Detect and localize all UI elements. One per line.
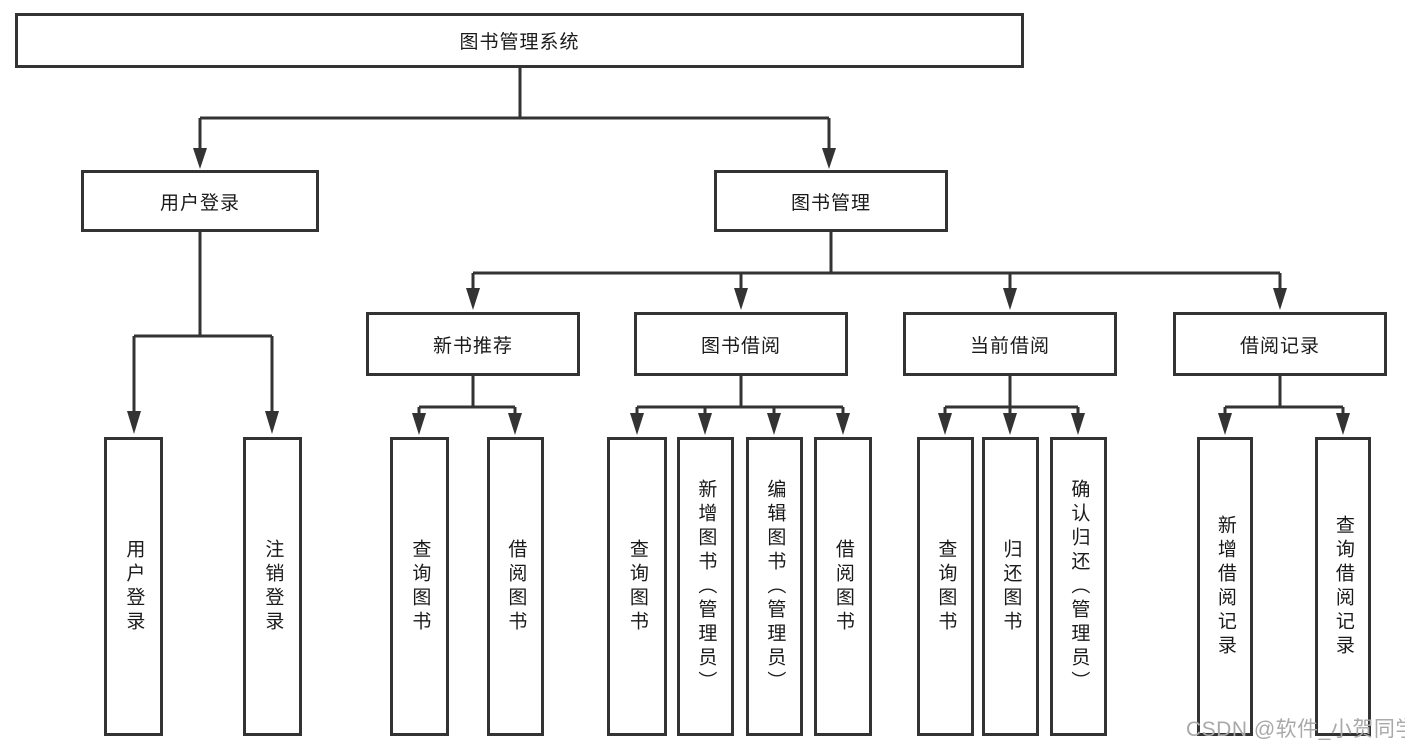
- connector-user-login-branch: [127, 232, 279, 434]
- connector-borrow-records-branch: [1218, 376, 1350, 435]
- leaf-borrow-books-recommend: 借阅图书: [487, 437, 544, 736]
- node-book-borrow-label: 图书借阅: [700, 335, 781, 357]
- arrowhead-icon: [1071, 413, 1085, 435]
- leaf-return-books: 归还图书: [982, 437, 1039, 736]
- arrowhead-icon: [193, 148, 207, 169]
- leaf-query-books-current: 查询图书: [917, 437, 974, 736]
- connector-root-to-level2: [193, 68, 836, 169]
- leaf-logout: 注销登录: [243, 437, 302, 736]
- node-book-borrow: 图书借阅: [634, 312, 848, 376]
- leaf-borrow-books-recommend-label: 借阅图书: [505, 538, 527, 635]
- node-root-label: 图书管理系统: [459, 32, 580, 53]
- node-borrow-records-label: 借阅记录: [1239, 335, 1320, 357]
- leaf-query-books-recommend: 查询图书: [390, 437, 449, 736]
- node-book-management: 图书管理: [714, 170, 948, 232]
- leaf-confirm-return-admin: 确认归还（管理员）: [1050, 437, 1107, 736]
- node-current-borrow-label: 当前借阅: [969, 335, 1050, 357]
- leaf-borrow-books-borrow-label: 借阅图书: [832, 538, 854, 635]
- leaf-add-borrow-record-label: 新增借阅记录: [1214, 514, 1236, 659]
- connector-book-borrow-branch: [630, 376, 850, 435]
- leaf-query-borrow-record: 查询借阅记录: [1315, 437, 1371, 736]
- leaf-query-books-borrow: 查询图书: [607, 437, 667, 736]
- csdn-watermark: CSDN @软件_小贺同学: [1186, 718, 1405, 741]
- arrowhead-icon: [734, 288, 748, 310]
- leaf-edit-books-admin: 编辑图书（管理员）: [746, 437, 803, 736]
- leaf-return-books-label: 归还图书: [1000, 538, 1022, 635]
- node-current-borrow: 当前借阅: [903, 312, 1117, 376]
- leaf-borrow-books-borrow: 借阅图书: [814, 437, 872, 736]
- arrowhead-icon: [1336, 413, 1350, 435]
- arrowhead-icon: [630, 413, 644, 435]
- leaf-add-borrow-record: 新增借阅记录: [1197, 437, 1253, 736]
- arrowhead-icon: [1218, 413, 1232, 435]
- leaf-query-books-current-label: 查询图书: [935, 538, 957, 635]
- arrowhead-icon: [767, 413, 781, 435]
- leaf-user-login-label: 用户登录: [123, 538, 145, 635]
- arrowhead-icon: [1003, 288, 1017, 310]
- arrowhead-icon: [412, 413, 426, 435]
- leaf-query-books-recommend-label: 查询图书: [409, 538, 431, 635]
- node-root: 图书管理系统: [15, 13, 1024, 68]
- node-new-book-recommend-label: 新书推荐: [432, 335, 513, 357]
- arrowhead-icon: [466, 288, 480, 310]
- node-user-login-label: 用户登录: [159, 192, 240, 214]
- arrowhead-icon: [822, 148, 836, 169]
- leaf-query-borrow-record-label: 查询借阅记录: [1332, 514, 1354, 659]
- connector-current-borrow-branch: [938, 376, 1085, 435]
- connector-book-mgmt-branch: [466, 232, 1287, 310]
- node-user-login: 用户登录: [81, 170, 319, 232]
- arrowhead-icon: [938, 413, 952, 435]
- leaf-add-books-admin: 新增图书（管理员）: [677, 437, 734, 736]
- leaf-user-login: 用户登录: [104, 437, 163, 736]
- arrowhead-icon: [265, 411, 279, 434]
- arrowhead-icon: [127, 411, 141, 434]
- arrowhead-icon: [1273, 288, 1287, 310]
- arrowhead-icon: [836, 413, 850, 435]
- arrowhead-icon: [698, 413, 712, 435]
- leaf-edit-books-admin-label: 编辑图书（管理员）: [764, 478, 786, 695]
- leaf-add-books-admin-label: 新增图书（管理员）: [695, 478, 717, 695]
- node-book-management-label: 图书管理: [790, 192, 871, 214]
- node-new-book-recommend: 新书推荐: [366, 312, 580, 376]
- node-borrow-records: 借阅记录: [1173, 312, 1387, 376]
- leaf-query-books-borrow-label: 查询图书: [626, 538, 648, 635]
- leaf-logout-label: 注销登录: [262, 538, 284, 635]
- arrowhead-icon: [1003, 413, 1017, 435]
- connector-new-books-branch: [412, 376, 522, 435]
- leaf-confirm-return-admin-label: 确认归还（管理员）: [1068, 478, 1090, 695]
- arrowhead-icon: [508, 413, 522, 435]
